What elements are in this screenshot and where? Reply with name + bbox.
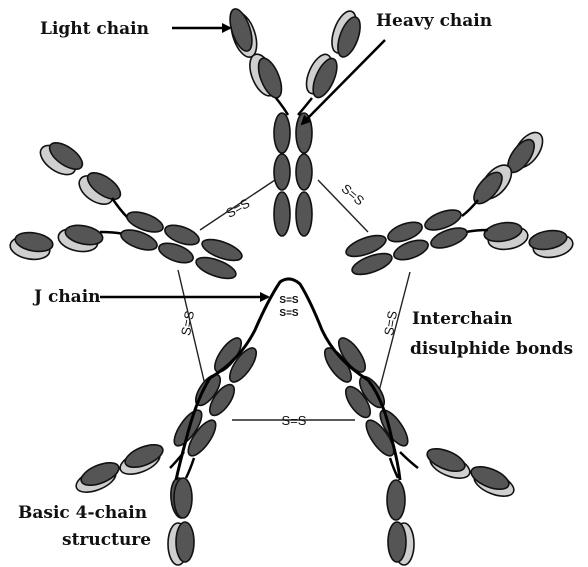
heavy-chain-domain <box>274 154 290 190</box>
monomer-upper-right <box>344 127 575 278</box>
j-chain: S=S S=S <box>176 279 400 480</box>
disulphide-bond-label-upper-left: S=S <box>223 195 252 221</box>
disulphide-bond-label-bottom: S=S <box>282 413 307 428</box>
monomer-upper-left <box>8 138 244 283</box>
interchain-label-line2: disulphide bonds <box>410 339 573 359</box>
j-chain-bond-label-2: S=S <box>279 308 299 319</box>
heavy-chain-domain <box>387 480 405 520</box>
basic-structure-label-line1: Basic 4-chain <box>18 503 147 523</box>
j-chain-label: J chain <box>32 287 101 307</box>
heavy-chain-domain <box>274 113 290 153</box>
light-chain-label: Light chain <box>40 19 149 39</box>
heavy-chain-domain <box>388 522 406 562</box>
disulphide-bond-label-upper-right: S=S <box>339 181 368 209</box>
heavy-chain-domain <box>274 192 290 236</box>
heavy-chain-domain <box>174 478 192 518</box>
disulphide-bond-label-left: S=S <box>178 309 197 336</box>
heavy-chain-domain <box>296 154 312 190</box>
interchain-label-line1: Interchain <box>412 309 512 329</box>
disulphide-bond-label-right: S=S <box>381 309 400 336</box>
heavy-chain-label: Heavy chain <box>376 11 492 31</box>
heavy-chain-domain <box>176 522 194 562</box>
monomer-lower-right <box>320 334 517 565</box>
basic-structure-label-line2: structure <box>62 530 151 550</box>
heavy-chain-domain <box>296 192 312 236</box>
j-chain-bond-label-1: S=S <box>279 295 299 306</box>
heavy-chain-domain <box>296 113 312 153</box>
